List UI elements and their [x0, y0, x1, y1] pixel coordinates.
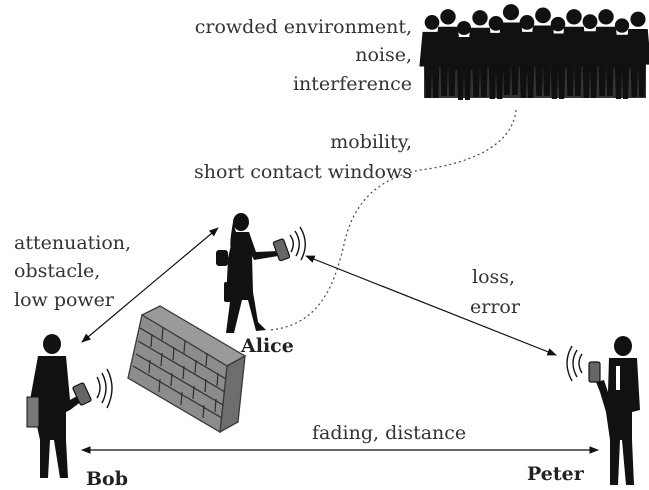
alice-phone-icon	[272, 226, 306, 262]
loss-label-2: error	[470, 296, 521, 318]
brick-wall-obstacle	[127, 305, 247, 434]
mobility-label-2: short contact windows	[194, 161, 412, 183]
crowd-label-2: noise,	[355, 44, 412, 66]
attenuation-label-1: attenuation,	[14, 232, 131, 254]
bob-label: Bob	[86, 468, 128, 490]
bob-phone-icon	[72, 368, 113, 409]
attenuation-label-2: obstacle,	[14, 260, 100, 282]
peter-label: Peter	[527, 463, 585, 485]
link-alice-peter	[305, 255, 557, 356]
fading-label: fading, distance	[312, 422, 466, 444]
peter-figure	[596, 336, 640, 485]
loss-label-1: loss,	[472, 266, 515, 288]
crowd-label-3: interference	[293, 73, 412, 95]
mobility-label-1: mobility,	[330, 131, 412, 153]
crowd-silhouette	[419, 4, 649, 100]
crowd-label-1: crowded environment,	[195, 16, 412, 38]
bob-figure	[26, 334, 86, 478]
peter-phone-icon	[566, 345, 601, 383]
attenuation-label-3: low power	[14, 289, 115, 311]
alice-label: Alice	[240, 335, 294, 357]
link-bob-alice	[81, 227, 219, 343]
alice-figure	[216, 213, 278, 333]
